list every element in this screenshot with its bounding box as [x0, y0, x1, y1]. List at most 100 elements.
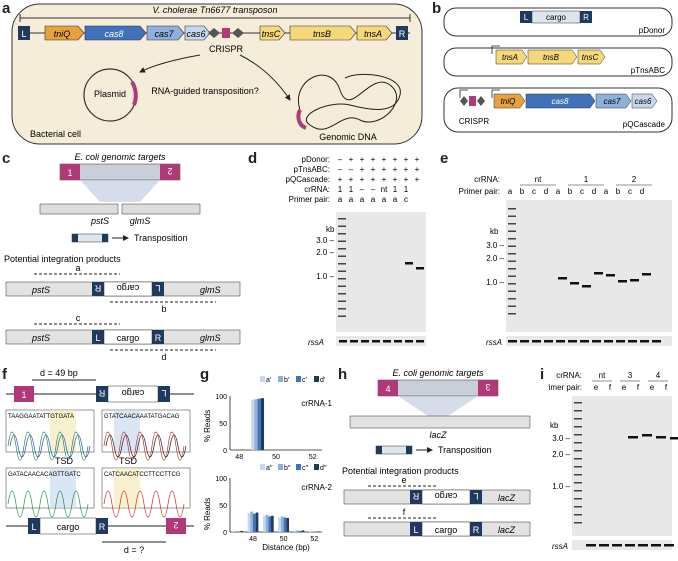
f-site-1-box	[14, 386, 34, 402]
d-ladder-band	[338, 233, 346, 235]
g-bar	[278, 517, 281, 532]
ptns-tnsC-label: tnsC	[582, 53, 599, 62]
i-primer-cell: f	[665, 383, 668, 392]
c-site-1-label: 1	[67, 168, 72, 178]
i-group-label: nt	[599, 371, 606, 380]
d-ladder-band	[338, 240, 346, 242]
d-cell: 1	[338, 185, 343, 194]
e-ladder-band	[508, 305, 516, 307]
e-rssA-band	[604, 340, 613, 343]
i-primer-cell: e	[622, 383, 627, 392]
c-product-2-L-label: L	[95, 333, 100, 343]
genome-insertion-segment	[296, 109, 307, 130]
g-bar	[255, 512, 259, 532]
i-kb-label: kb	[550, 421, 559, 430]
d-cell: –	[338, 155, 343, 164]
genomic-dna-squiggle	[297, 73, 401, 130]
g-legend-swatch	[278, 464, 283, 470]
d-cell: +	[371, 165, 376, 174]
i-ladder-band	[574, 466, 582, 468]
e-band	[642, 273, 651, 276]
g-bar	[311, 531, 315, 532]
d-rssA-label: rssA	[308, 338, 324, 347]
h-product-2-R-label: R	[473, 525, 480, 535]
panel-a-diagram: V. cholerae Tn6677 transposon L tniQ cas…	[11, 3, 423, 145]
e-group-label: 2	[632, 175, 637, 184]
gene-tniQ	[44, 25, 85, 41]
i-ladder-band	[574, 442, 582, 444]
e-ladder-band	[508, 283, 516, 285]
f-site-2-box	[166, 518, 186, 534]
gene-cas8	[84, 25, 147, 41]
h-target-wedge	[398, 396, 478, 416]
d-cell: 1	[404, 185, 409, 194]
d-band	[405, 262, 413, 265]
c-site-1-box	[60, 164, 80, 180]
gene-tnsB-label: tnsB	[313, 29, 331, 39]
d-cell: +	[371, 155, 376, 164]
i-band	[628, 436, 638, 439]
d-cell: +	[393, 175, 398, 184]
g-bar	[314, 531, 318, 532]
pq-cas8	[525, 93, 596, 109]
ptns-tnsC	[577, 49, 606, 65]
h-site-3-label: 3	[485, 382, 490, 392]
e-ladder-band	[508, 313, 516, 315]
g-legend-swatch	[278, 376, 283, 382]
pq-promoter-arrow-2	[491, 89, 500, 98]
i-band	[656, 436, 666, 439]
e-rssA-band	[520, 340, 529, 343]
c-product-1-pstS: pstS	[31, 285, 50, 295]
pq-cas7	[595, 93, 632, 109]
pq-tniQ	[493, 93, 526, 109]
g-legend-label: b′′	[284, 465, 291, 472]
d-row-label: crRNA:	[304, 185, 330, 194]
pdonor-label: pDonor	[639, 26, 666, 35]
panel-a-letter: a	[2, 0, 11, 17]
d-rssA-band	[361, 340, 369, 343]
i-rssA-band	[651, 544, 661, 547]
arrow-to-genome	[239, 54, 291, 101]
g-bar	[265, 514, 269, 532]
g-x-tick: 50	[272, 454, 280, 461]
h-lacZ-gene	[349, 415, 531, 429]
panel-f-diagram: d = 49 bp 1 R cargo L TAAGGAATATTGTGATA …	[5, 368, 194, 555]
i-ladder-band	[574, 426, 582, 428]
e-group-label: nt	[535, 175, 542, 184]
i-ladder-tick: 2.0 –	[552, 450, 570, 459]
e-ladder-band	[508, 253, 516, 255]
d-cell: +	[415, 155, 420, 164]
g-bar	[299, 530, 302, 532]
h-product-1-R-box	[410, 490, 422, 504]
h-site-4-box	[378, 380, 398, 396]
e-rssA-band	[508, 340, 517, 343]
d-cell: +	[393, 165, 398, 174]
e-rssA-band	[592, 340, 601, 343]
panel-d-gel: pDonor:–+++++++pTnsABC:––++++++pQCascade…	[258, 152, 438, 362]
f-site-1-label: 1	[21, 390, 26, 400]
question-label: RNA-guided transposition?	[151, 86, 259, 96]
e-band	[594, 272, 603, 275]
h-primer-f-label: f	[403, 507, 406, 517]
f-bottom-L-box	[28, 518, 40, 534]
h-transposition-label: Transposition	[438, 445, 492, 455]
i-ladder-tick: 1.0 –	[552, 482, 570, 491]
d-cell: +	[382, 155, 387, 164]
pq-cas8-label: cas8	[552, 97, 569, 106]
pdonor-left-end	[520, 11, 532, 23]
e-band	[582, 285, 591, 288]
i-rssA-band	[586, 544, 596, 547]
g-bar	[262, 515, 266, 532]
c-site-2-box	[160, 164, 180, 180]
d-cell: +	[404, 175, 409, 184]
ptns-tnsA	[495, 49, 528, 65]
ptns-tnsA-label: tnsA	[502, 53, 518, 62]
d-ladder-band	[338, 270, 346, 272]
i-primer-cell: e	[650, 383, 655, 392]
h-product-1-R-label: R	[412, 491, 419, 501]
g-legend-swatch	[296, 464, 301, 470]
d-ladder-tick: 3.0 –	[316, 236, 334, 245]
f-tsd-label-2: TSD	[119, 456, 138, 466]
f-seq-2: GTATCAACAAATATGACAG	[104, 414, 180, 420]
end-left-label: L	[21, 29, 26, 39]
